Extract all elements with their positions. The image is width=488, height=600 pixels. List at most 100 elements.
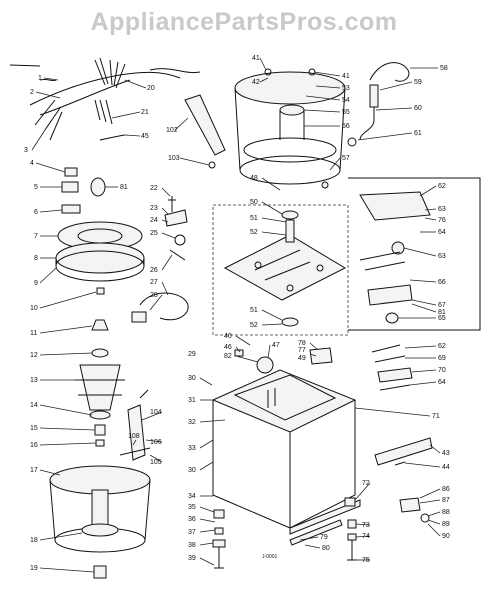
part-label-39: 39 [188, 555, 196, 562]
lower-right-parts [371, 344, 413, 391]
part-label-106: 106 [150, 439, 162, 446]
part-label-102: 102 [166, 127, 178, 134]
part-label-71: 71 [432, 413, 440, 420]
transmission-plate [212, 204, 349, 336]
part-label-87: 87 [442, 497, 450, 504]
part-label-89: 89 [442, 521, 450, 528]
part-label-10: 10 [30, 305, 38, 312]
part-label-8: 8 [34, 255, 38, 262]
part-label-22: 22 [150, 185, 158, 192]
part-label-72: 72 [362, 480, 370, 487]
part-label-46: 46 [224, 344, 232, 351]
part-label-47: 47 [272, 342, 280, 349]
part-label-105: 105 [150, 459, 162, 466]
leveling-legs [212, 509, 226, 569]
part-label-78: 78 [298, 340, 306, 347]
part-label-61: 61 [414, 130, 422, 137]
part-label-31: 31 [188, 397, 196, 404]
part-label-60: 60 [414, 105, 422, 112]
agitator-assembly [75, 319, 125, 447]
part-label-1: 1 [38, 75, 42, 82]
part-label-48: 48 [250, 175, 258, 182]
part-label-52a: 52 [250, 229, 258, 236]
far-right-parts [374, 437, 433, 523]
part-label-62a: 62 [438, 183, 446, 190]
part-label-42: 42 [252, 79, 260, 86]
part-label-41a: 41 [252, 55, 260, 62]
part-label-16: 16 [30, 442, 38, 449]
motor-parts [234, 347, 333, 374]
part-label-35: 35 [188, 504, 196, 511]
drawing-code: J-0001 [262, 554, 278, 560]
part-label-67: 67 [438, 302, 446, 309]
part-label-12: 12 [30, 352, 38, 359]
part-label-81: 81 [120, 184, 128, 191]
part-label-54: 54 [342, 97, 350, 104]
part-label-38: 38 [188, 542, 196, 549]
part-label-63b: 63 [438, 253, 446, 260]
part-label-62b: 62 [438, 343, 446, 350]
cabinet [211, 369, 361, 535]
part-label-77: 77 [298, 347, 306, 354]
part-label-21: 21 [141, 109, 149, 116]
part-label-15: 15 [30, 425, 38, 432]
part-label-30a: 30 [188, 375, 196, 382]
part-label-3: 3 [24, 147, 28, 154]
part-label-64a: 64 [438, 229, 446, 236]
part-label-53: 53 [342, 85, 350, 92]
part-label-82a: 81 [438, 309, 446, 316]
part-label-6: 6 [34, 209, 38, 216]
part-label-73: 73 [362, 522, 370, 529]
part-label-51b: 51 [250, 307, 258, 314]
part-label-66: 66 [438, 279, 446, 286]
part-label-5: 5 [34, 184, 38, 191]
part-label-74: 74 [362, 533, 370, 540]
part-label-9: 9 [34, 280, 38, 287]
part-label-55: 55 [342, 109, 350, 116]
outer-tub [234, 68, 346, 189]
part-label-41b: 41 [342, 73, 350, 80]
part-label-20: 20 [147, 85, 155, 92]
part-label-30b: 30 [188, 467, 196, 474]
part-label-79: 79 [320, 534, 328, 541]
leader-lines [31, 57, 441, 573]
part-label-103: 103 [168, 155, 180, 162]
part-label-51a: 51 [250, 215, 258, 222]
part-label-56: 56 [342, 123, 350, 130]
part-label-32: 32 [188, 419, 196, 426]
leg-bracket [119, 389, 151, 461]
part-label-11: 11 [30, 330, 37, 337]
part-label-40: 40 [224, 333, 232, 340]
part-label-90: 90 [442, 533, 450, 540]
part-label-86: 86 [442, 486, 450, 493]
part-label-37: 37 [188, 529, 196, 536]
part-label-25: 25 [150, 230, 158, 237]
part-label-17: 17 [30, 467, 38, 474]
part-label-14: 14 [30, 402, 38, 409]
part-label-18: 18 [30, 537, 38, 544]
part-label-59: 59 [414, 79, 422, 86]
part-label-70: 70 [438, 367, 446, 374]
part-label-75: 75 [362, 557, 370, 564]
part-label-44: 44 [442, 464, 450, 471]
part-label-49: 49 [298, 355, 306, 362]
part-label-13: 13 [30, 377, 38, 384]
part-label-4: 4 [30, 160, 34, 167]
part-label-88: 88 [442, 509, 450, 516]
part-label-65: 65 [438, 315, 446, 322]
part-label-104: 104 [150, 409, 162, 416]
part-label-76: 76 [438, 217, 446, 224]
wash-basket [49, 465, 151, 579]
fill-hose [347, 62, 410, 147]
part-label-29: 29 [188, 351, 196, 358]
part-label-50: 50 [250, 199, 258, 206]
part-label-108: 108 [128, 433, 140, 440]
part-label-69: 69 [438, 355, 446, 362]
tub-ring-assembly [55, 221, 145, 295]
part-label-45: 45 [141, 133, 149, 140]
part-labels: 1 2 3 4 5 6 7 8 9 10 11 12 13 14 15 16 1… [24, 55, 450, 572]
part-label-26: 26 [150, 267, 158, 274]
part-label-19: 19 [30, 565, 38, 572]
inset-panel [348, 177, 481, 331]
